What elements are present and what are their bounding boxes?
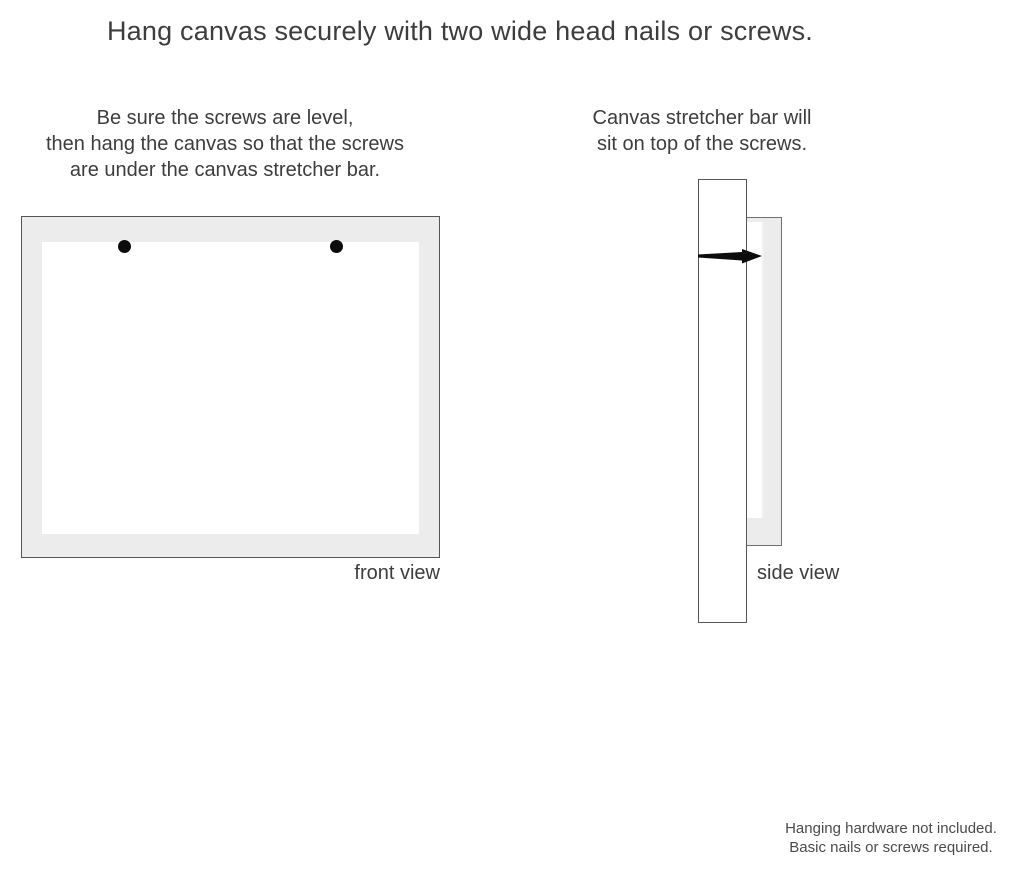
instruction-line: Be sure the screws are level,: [96, 107, 354, 129]
nail-icon: [698, 249, 762, 264]
screw-icon-left: [118, 240, 131, 253]
instruction-line: sit on top of the screws.: [596, 133, 808, 155]
canvas-side-profile: [745, 217, 782, 546]
instruction-line: then hang the canvas so that the screws: [46, 133, 404, 155]
canvas-inner-front: [42, 242, 419, 534]
instruction-line: Canvas stretcher bar will: [592, 107, 812, 129]
front-view-instructions: Be sure the screws are level, then hang …: [25, 105, 425, 183]
instruction-line: are under the canvas stretcher bar.: [69, 159, 381, 181]
screw-icon-right: [330, 240, 343, 253]
page-title: Hang canvas securely with two wide head …: [106, 16, 813, 46]
canvas-frame-front: [21, 216, 440, 558]
front-view-label: front view: [354, 562, 440, 584]
footnote-line: Basic nails or screws required.: [789, 839, 993, 856]
hardware-footnote: Hanging hardware not included. Basic nai…: [751, 819, 1024, 857]
side-view-instructions: Canvas stretcher bar will sit on top of …: [552, 105, 852, 157]
side-view-label: side view: [757, 562, 840, 584]
footnote-line: Hanging hardware not included.: [785, 820, 997, 837]
canvas-side-inner-strip: [747, 222, 764, 518]
